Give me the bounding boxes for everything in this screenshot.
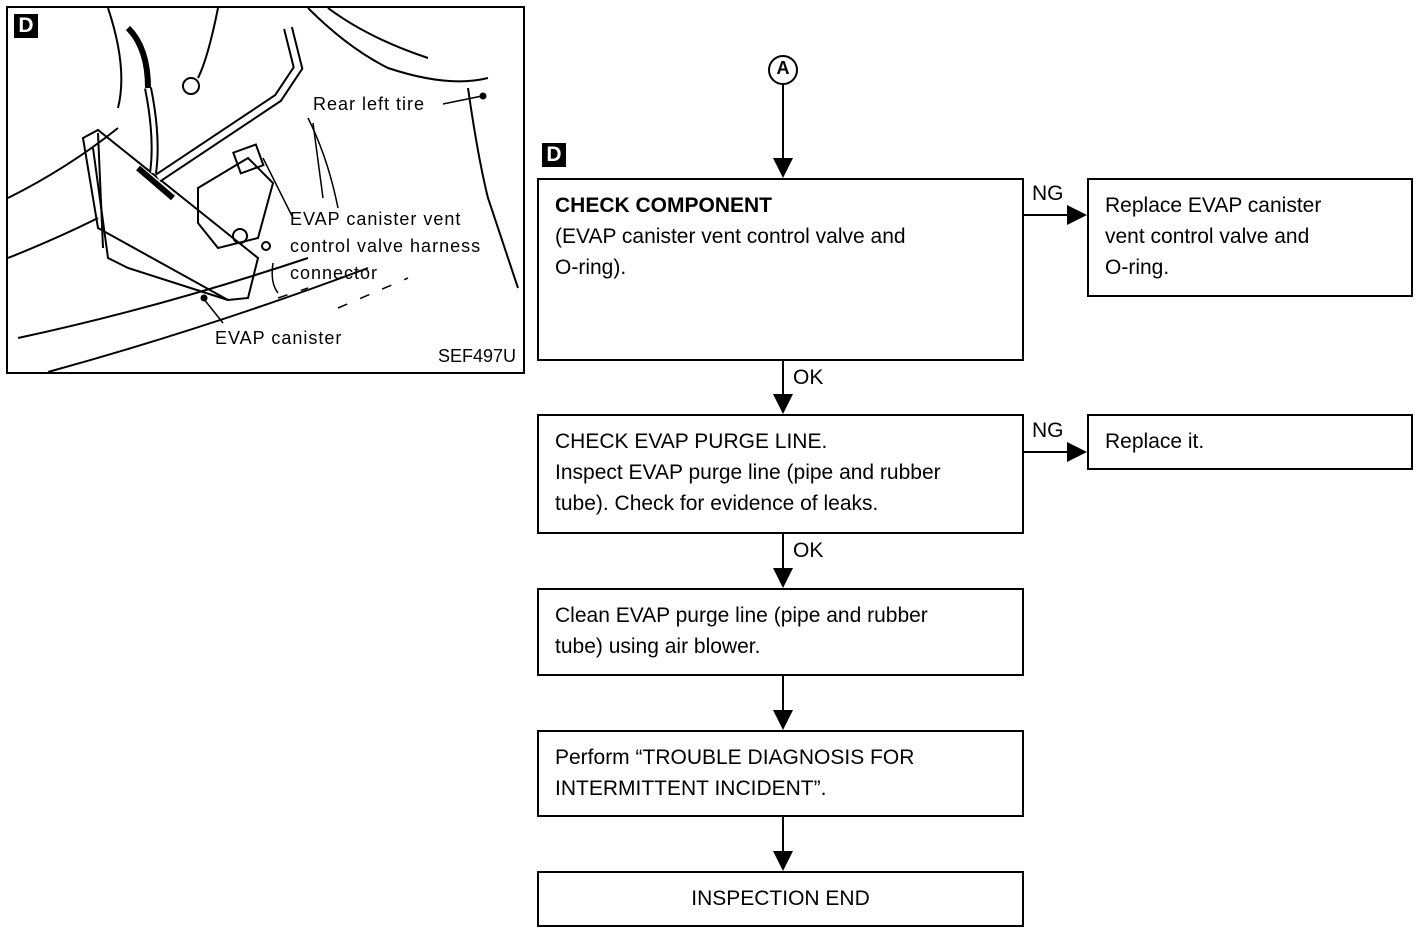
ng-1-line-1: Replace EVAP canister bbox=[1105, 194, 1322, 217]
step-1-title: CHECK COMPONENT bbox=[555, 194, 773, 217]
step-2-title: CHECK EVAP PURGE LINE. bbox=[555, 430, 828, 453]
step-clean-purge-line: Clean EVAP purge line (pipe and rubber t… bbox=[537, 588, 1024, 676]
label-vent-valve-2: control valve harness bbox=[290, 236, 482, 256]
step-check-component: CHECK COMPONENT (EVAP canister vent cont… bbox=[537, 178, 1024, 361]
ng-label-2: NG bbox=[1032, 419, 1064, 442]
label-vent-valve-3: connector bbox=[290, 263, 379, 283]
step-inspection-end: INSPECTION END bbox=[537, 871, 1024, 927]
start-connector-circle bbox=[768, 55, 798, 85]
evap-canister-illustration bbox=[8, 8, 519, 372]
ng-2-line-1: Replace it. bbox=[1105, 430, 1205, 453]
label-evap-canister: EVAP canister bbox=[215, 328, 343, 348]
step-4-line-2: INTERMITTENT INCIDENT”. bbox=[555, 777, 827, 800]
ok-label-1: OK bbox=[793, 366, 824, 389]
step-1-line-1: (EVAP canister vent control valve and bbox=[555, 225, 906, 248]
figure-code: SEF497U bbox=[438, 346, 517, 366]
illustration-tag: D bbox=[14, 14, 38, 38]
label-rear-left-tire: Rear left tire bbox=[313, 94, 426, 114]
ng-action-replace-vent-valve: Replace EVAP canister vent control valve… bbox=[1087, 178, 1413, 297]
step-perform-diagnosis: Perform “TROUBLE DIAGNOSIS FOR INTERMITT… bbox=[537, 730, 1024, 817]
start-connector-label: A bbox=[776, 58, 790, 78]
ng-label-1: NG bbox=[1032, 182, 1064, 205]
step-3-line-1: Clean EVAP purge line (pipe and rubber bbox=[555, 604, 928, 627]
step-1-line-2: O-ring). bbox=[555, 256, 627, 279]
label-vent-valve-1: EVAP canister vent bbox=[290, 209, 462, 229]
step-2-line-2: tube). Check for evidence of leaks. bbox=[555, 492, 879, 515]
end-title: INSPECTION END bbox=[691, 887, 870, 910]
ng-action-replace-it: Replace it. bbox=[1087, 414, 1413, 470]
flowchart-section-tag: D bbox=[542, 143, 566, 167]
step-2-line-1: Inspect EVAP purge line (pipe and rubber bbox=[555, 461, 941, 484]
illustration-panel: D Rear left tire EVAP canister vent cont… bbox=[6, 6, 525, 374]
step-check-purge-line: CHECK EVAP PURGE LINE. Inspect EVAP purg… bbox=[537, 414, 1024, 534]
step-4-line-1: Perform “TROUBLE DIAGNOSIS FOR bbox=[555, 746, 915, 769]
ng-1-line-3: O-ring. bbox=[1105, 256, 1170, 279]
step-3-line-2: tube) using air blower. bbox=[555, 635, 761, 658]
ok-label-2: OK bbox=[793, 539, 824, 562]
ng-1-line-2: vent control valve and bbox=[1105, 225, 1310, 248]
